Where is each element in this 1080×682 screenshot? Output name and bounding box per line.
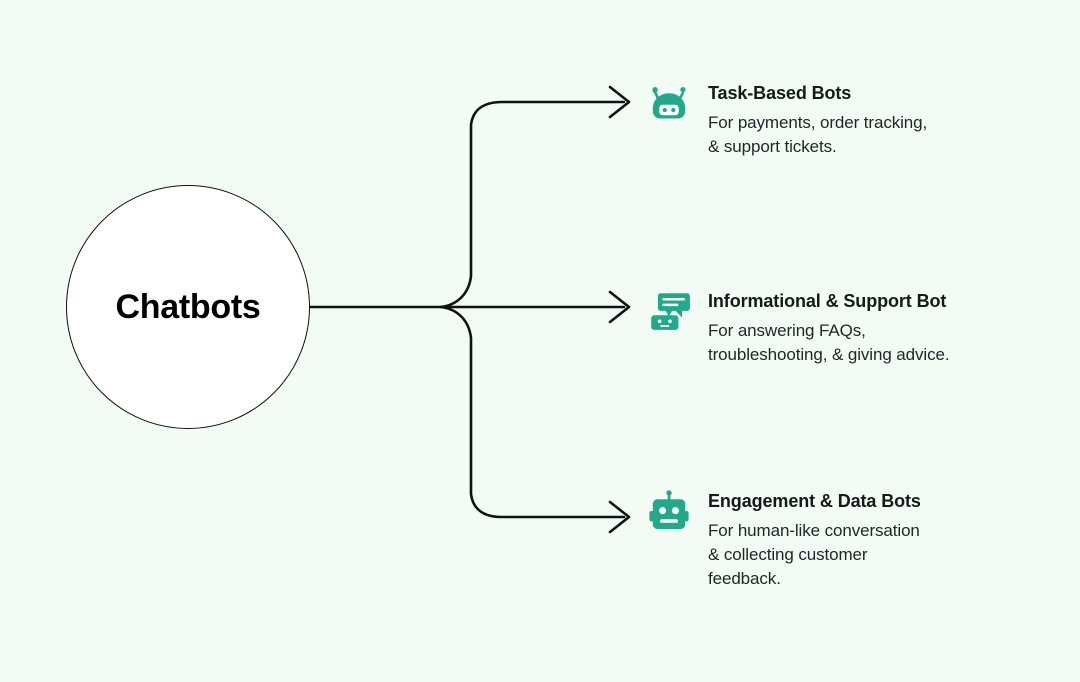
connector-branch-3 — [439, 305, 626, 519]
branch-item-1: Task-Based Bots For payments, order trac… — [645, 79, 927, 159]
branch-description-2: For answering FAQs, troubleshooting, & g… — [708, 321, 950, 364]
branch-text-2: Informational & Support Bot For answerin… — [708, 287, 950, 367]
branch-title-1: Task-Based Bots — [708, 83, 852, 103]
branch-description-1: For payments, order tracking, & support … — [708, 113, 928, 156]
chat-bubble-robot-icon — [645, 287, 693, 335]
arrowhead-3 — [608, 500, 631, 534]
branch-text-1: Task-Based Bots For payments, order trac… — [708, 79, 927, 159]
robot-face-icon — [645, 487, 693, 535]
branch-item-3: Engagement & Data Bots For human-like co… — [645, 487, 921, 591]
connector-branch-1 — [439, 100, 626, 309]
arrowhead-2 — [608, 290, 631, 324]
branch-title-3: Engagement & Data Bots — [708, 491, 921, 511]
robot-head-antennae-icon — [645, 79, 693, 127]
branch-text-3: Engagement & Data Bots For human-like co… — [708, 487, 921, 591]
branch-item-2: Informational & Support Bot For answerin… — [645, 287, 950, 367]
hub-label: Chatbots — [115, 288, 261, 326]
branch-description-3: For human-like conversation & collecting… — [708, 521, 920, 588]
branch-title-2: Informational & Support Bot — [708, 291, 947, 311]
arrowhead-1 — [608, 85, 631, 119]
hub-node: Chatbots — [66, 185, 310, 429]
